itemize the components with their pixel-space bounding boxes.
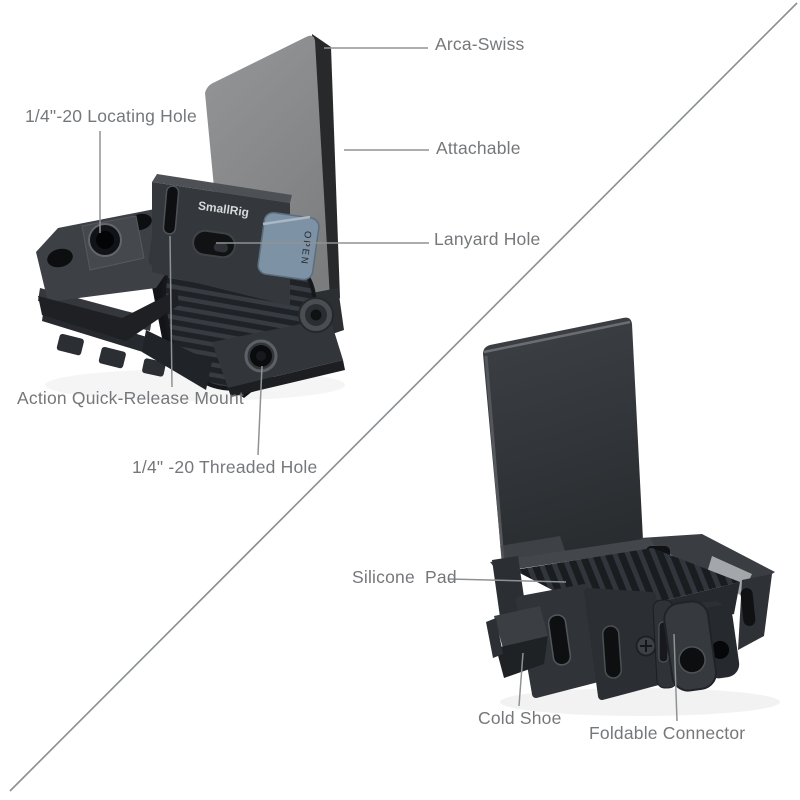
label-threaded-hole: 1/4" -20 Threaded Hole — [132, 457, 318, 477]
label-lanyard-hole: Lanyard Hole — [434, 229, 541, 249]
prong-hole-back — [711, 640, 730, 659]
locating-hole — [96, 231, 114, 249]
label-arca-swiss: Arca-Swiss — [435, 34, 525, 54]
leader-silicone-pad — [448, 578, 567, 583]
cold-shoe-lip — [486, 618, 503, 658]
tray-left-back-edge — [490, 538, 656, 572]
thumbscrew-socket — [310, 309, 322, 321]
mount-foot — [56, 333, 84, 356]
label-locating-hole: 1/4"-20 Locating Hole — [25, 106, 197, 126]
foldable-connector — [652, 599, 740, 692]
connector-prong-front — [663, 600, 717, 692]
threaded-mount-bar-edge — [228, 360, 345, 397]
label-foldable-connector: Foldable Connector — [589, 723, 746, 743]
plate-left-bevel — [484, 355, 505, 561]
plate-top-bevel — [483, 320, 631, 354]
leader-threaded-hole — [257, 365, 263, 456]
mount-foot — [142, 358, 166, 377]
quick-release-slot — [162, 185, 180, 235]
lower-arm — [142, 330, 212, 390]
mount-foot — [98, 346, 126, 369]
open-latch: OPEN — [257, 211, 320, 281]
clamp-slot — [601, 625, 623, 679]
leader-cold-shoe — [518, 652, 524, 707]
screw-slot — [640, 640, 652, 652]
threaded-hole-thread — [256, 351, 266, 361]
diagonal-divider-line — [9, 2, 798, 792]
leader-action-mount — [169, 235, 173, 388]
label-action-mount: Action Quick-Release Mount — [17, 388, 244, 408]
arca-swiss-plate-view2 — [483, 317, 643, 562]
clamp-slot — [547, 614, 572, 666]
side-oval-hole — [47, 248, 73, 268]
prong-hole-front — [678, 646, 706, 674]
threaded-hole-rim — [244, 339, 278, 373]
label-silicone-pad: Silicone Pad — [352, 567, 457, 587]
label-cold-shoe: Cold Shoe — [478, 708, 562, 728]
cold-shoe-block-front — [38, 290, 179, 341]
open-latch-plate — [257, 211, 320, 281]
latch-open-text: OPEN — [298, 230, 313, 266]
lanyard-pin — [213, 242, 228, 253]
tray-rim-highlight — [706, 556, 752, 596]
product-photo-view1: SmallRig OPEN — [36, 34, 345, 401]
product-photo-view2 — [483, 317, 780, 716]
soft-shadow — [500, 688, 780, 716]
leader-lines — [99, 47, 678, 722]
label-attachable: Attachable — [436, 138, 521, 158]
latch-highlight — [262, 215, 311, 226]
right-clamp-slot — [740, 588, 756, 626]
front-post-bevel — [152, 174, 292, 203]
leader-foldable-connector — [673, 633, 678, 722]
threaded-mount-bar — [212, 318, 343, 388]
